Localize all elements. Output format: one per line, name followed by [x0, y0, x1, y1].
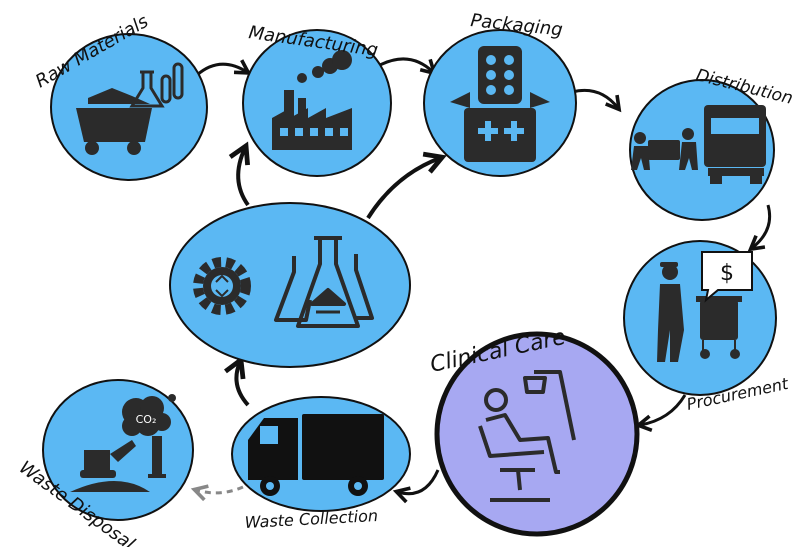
recycle-gear-icon	[193, 257, 251, 315]
node-procurement: $ Procurement	[623, 240, 791, 414]
medical-box-icon	[450, 46, 550, 162]
arrow-packaging-to-distribution	[571, 88, 622, 113]
waste-collection-label: Waste Collection	[244, 506, 378, 532]
dental-chair-icon	[478, 370, 576, 502]
arrow-distribution-to-procurement	[747, 204, 772, 252]
truck-icon	[248, 414, 384, 496]
landfill-excavator-icon	[70, 436, 166, 492]
co2-text: CO₂	[136, 413, 157, 426]
arrow-waste-collection-to-recycling	[224, 355, 250, 407]
node-waste-collection: Waste Collection	[231, 396, 411, 532]
arrow-clinical-to-waste-collection	[392, 469, 440, 504]
arrow-recycling-to-packaging	[366, 151, 447, 220]
node-recycling	[169, 202, 411, 368]
co2-cloud-icon: CO₂	[122, 394, 176, 436]
node-distribution: Distribution	[629, 65, 794, 221]
node-raw-materials: Raw Materials	[32, 11, 208, 181]
flask-icon	[129, 62, 184, 108]
flow-arrows	[190, 57, 772, 504]
arrow-recycling-to-manufacturing	[228, 141, 250, 207]
node-waste-disposal: CO₂ Waste Disposal	[15, 379, 194, 547]
pharmacist-cart-icon	[657, 262, 742, 362]
dollar-sign: $	[720, 261, 734, 286]
arrow-manufacturing-to-packaging	[379, 57, 437, 76]
node-manufacturing: Manufacturing	[242, 22, 392, 177]
price-bubble-icon: $	[701, 251, 753, 303]
node-packaging: Packaging	[423, 10, 577, 177]
delivery-truck-icon	[704, 105, 766, 184]
node-clinical-care: Clinical Care	[428, 325, 640, 537]
arrow-procurement-to-clinical	[634, 394, 687, 433]
arrow-waste-collection-to-disposal	[190, 484, 244, 502]
arrow-raw-to-manufacturing	[196, 59, 252, 77]
recycle-flasks-icon	[274, 236, 374, 328]
movers-icon	[631, 128, 698, 170]
